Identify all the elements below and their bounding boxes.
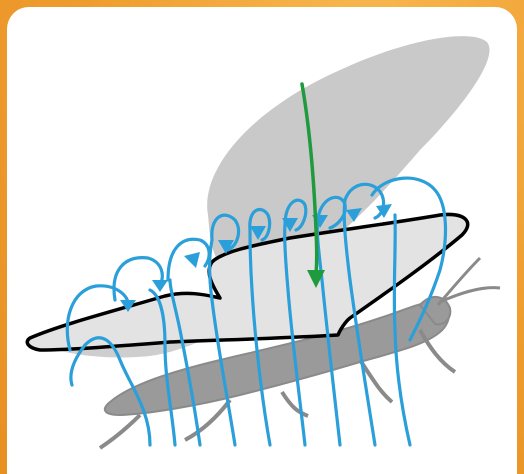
flow-arrow-icon: [152, 280, 168, 292]
flow-arrow-icon: [184, 252, 200, 268]
diagram-panel: [7, 7, 517, 474]
insect-wing-vortex-diagram: [7, 7, 517, 474]
